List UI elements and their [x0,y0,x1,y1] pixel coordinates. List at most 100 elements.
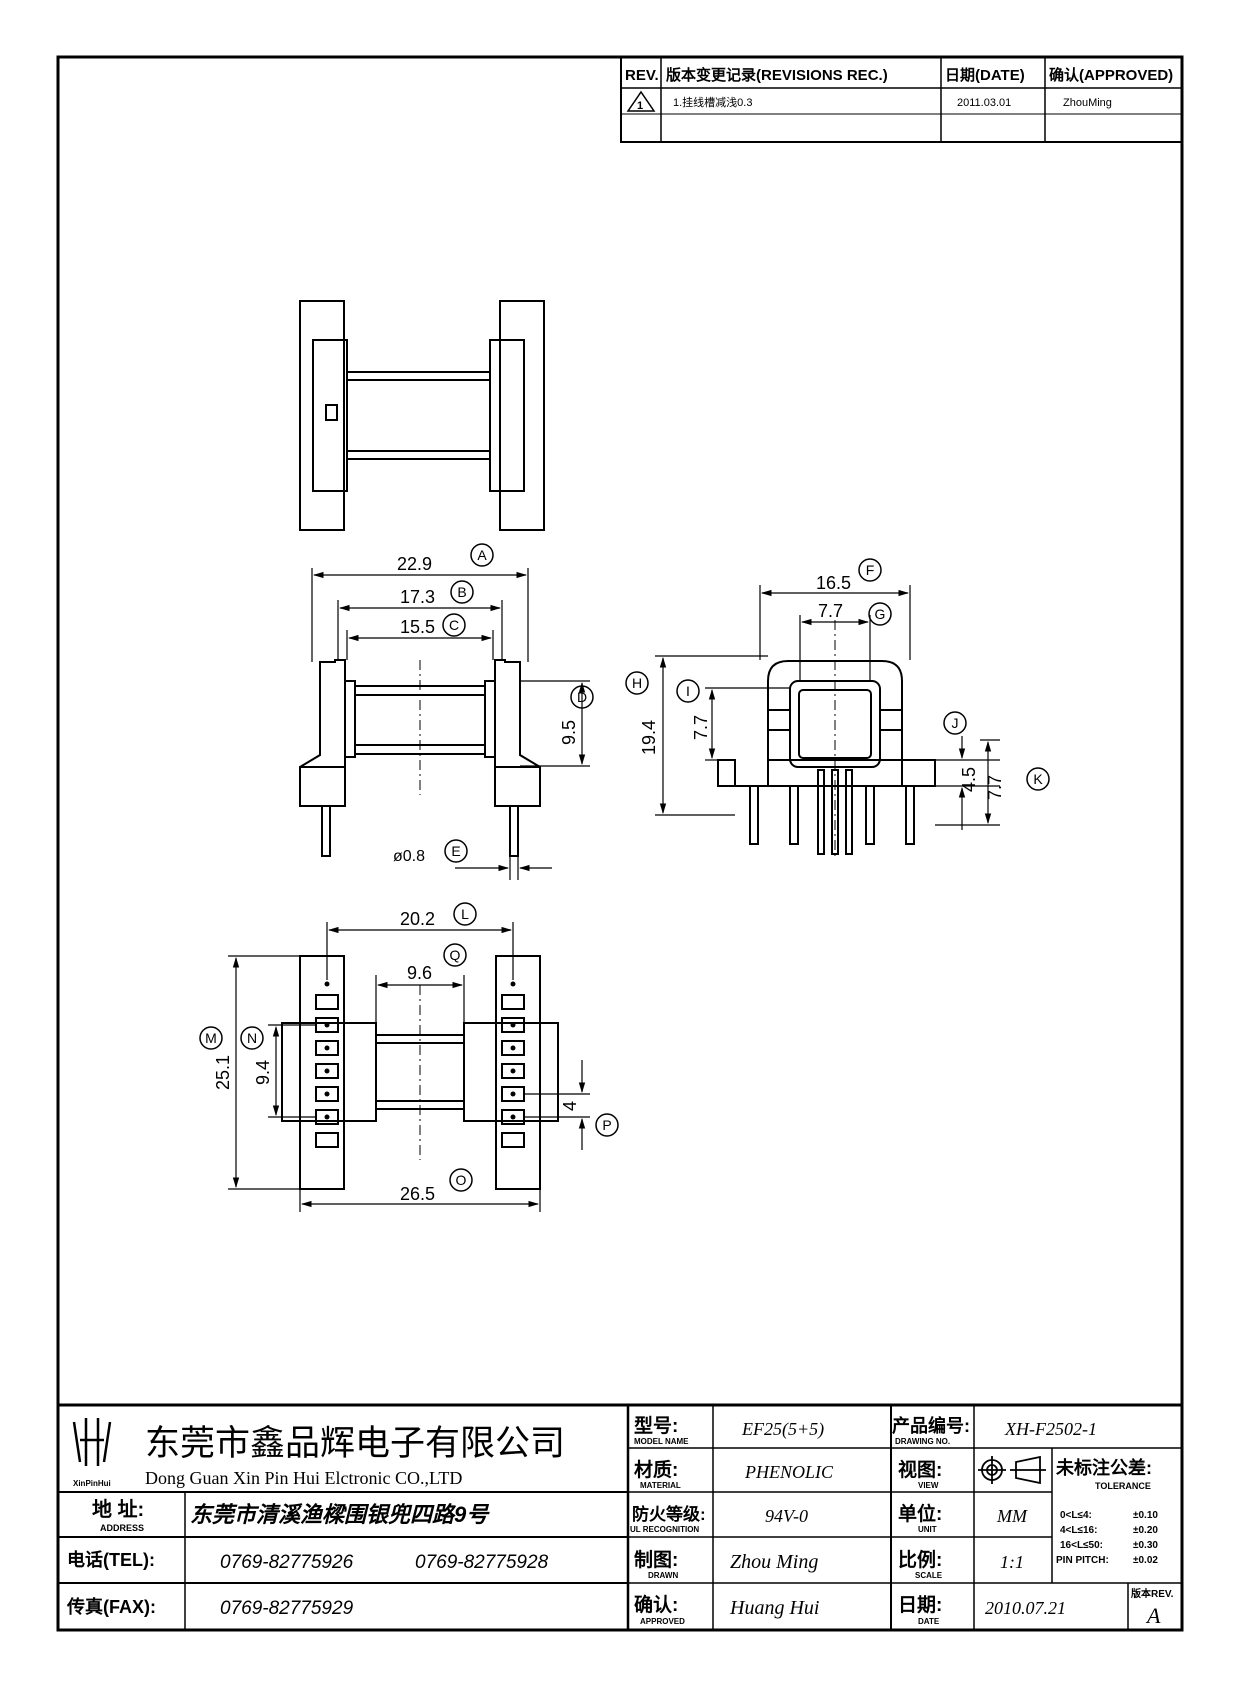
svg-text:O: O [456,1172,467,1188]
callout-k: K [1026,767,1050,791]
callout-b: B [450,580,474,604]
rev-row-approved: ZhouMing [1063,97,1112,109]
callout-l: L [453,902,477,926]
tolerance-value-2: ±0.20 [1133,1525,1158,1536]
tolerance-range-1: 0<L≤4: [1060,1510,1092,1521]
drawing-no-label: 产品编号: [892,1415,970,1436]
svg-text:C: C [449,617,459,633]
rev-row-date: 2011.03.01 [957,97,1011,109]
dim-value-e: ø0.8 [393,848,425,865]
svg-text:1: 1 [637,100,643,112]
scale-label: 比例: [898,1548,942,1571]
drawing-no-label-en: DRAWING NO. [895,1437,950,1446]
rev-header-date: 日期(DATE) [945,66,1025,84]
svg-text:K: K [1033,771,1043,787]
callout-n: N [240,1026,264,1050]
front-dimensions [311,568,590,880]
dim-value-f: 16.5 [816,573,851,593]
callout-d: D [570,685,594,709]
callout-f: F [858,558,882,582]
scale-value: 1:1 [1000,1552,1024,1572]
address-value: 东莞市清溪渔樑围银兜四路9号 [190,1502,490,1527]
tolerance-range-4: PIN PITCH: [1056,1555,1109,1566]
callout-m: M [199,1026,223,1050]
dim-value-q: 9.6 [407,963,432,983]
unit-value: MM [996,1506,1028,1526]
flame-label: 防火等级: [632,1504,706,1524]
tolerance-label-en: TOLERANCE [1095,1481,1151,1491]
rev-header-rev: REV. [625,67,659,84]
rev-row-desc: 1.挂线槽减浅0.3 [673,95,752,109]
svg-text:J: J [952,715,959,731]
material-label: 材质: [634,1458,678,1481]
model-label-en: MODEL NAME [634,1437,689,1446]
fax-label: 传真(FAX): [66,1596,156,1617]
drawing-no-value: XH-F2502-1 [1004,1419,1097,1439]
side-view [717,620,936,858]
revision-delta-icon: 1 [626,90,656,112]
svg-text:L: L [461,906,469,922]
tolerance-value-1: ±0.10 [1133,1510,1158,1521]
approved-label-en: APPROVED [640,1617,685,1626]
date-label: 日期: [898,1594,942,1616]
logo-text: XinPinHui [73,1479,111,1488]
dim-value-c: 15.5 [400,617,435,637]
callout-q: Q [443,943,467,967]
rev-label: 版本REV. [1131,1587,1174,1600]
tolerance-value-4: ±0.02 [1133,1555,1158,1566]
dim-value-o: 26.5 [400,1184,435,1204]
approved-value: Huang Hui [729,1597,819,1619]
dim-value-i: 7.7 [691,715,711,740]
dim-value-b: 17.3 [400,587,435,607]
tel-label: 电话(TEL): [67,1549,155,1570]
tolerance-range-3: 16<L≤50: [1060,1540,1103,1551]
callout-a: A [470,543,494,567]
bottom-dimensions [228,922,590,1212]
flame-label-en: UL RECOGNITION [630,1525,699,1534]
sheet-border [56,55,1184,1632]
drawn-label-en: DRAWN [648,1571,678,1580]
address-label-en: ADDRESS [100,1523,144,1533]
dim-value-k: 7.7 [985,775,1005,800]
fax-value: 0769-82775929 [220,1598,354,1619]
tolerance-label: 未标注公差: [1056,1457,1152,1478]
tel-value-2: 0769-82775928 [415,1552,549,1573]
callout-o: O [449,1168,473,1192]
material-value: PHENOLIC [744,1462,834,1482]
svg-text:G: G [875,606,886,622]
unit-label-en: UNIT [918,1525,937,1534]
bottom-pin-holes [324,981,516,1120]
callout-c: C [442,613,466,637]
svg-text:Q: Q [450,947,461,963]
dim-value-a: 22.9 [397,554,432,574]
side-dimensions [655,585,1000,830]
title-block-grid [58,1403,1182,1630]
svg-text:I: I [686,683,690,699]
revision-table [620,56,1183,143]
drawn-value: Zhou Ming [730,1551,818,1573]
svg-text:P: P [602,1117,611,1133]
dim-value-h: 19.4 [639,720,659,755]
svg-text:H: H [632,675,642,691]
svg-text:F: F [866,562,875,578]
rev-header-record: 版本变更记录(REVISIONS REC.) [666,66,888,84]
address-label: 地 址: [92,1498,144,1521]
model-value: EF25(5+5) [741,1419,824,1440]
view-label-en: VIEW [918,1481,939,1490]
svg-text:D: D [577,689,587,705]
material-label-en: MATERIAL [640,1481,681,1490]
svg-text:B: B [457,584,466,600]
rev-value: A [1145,1603,1161,1628]
tolerance-value-3: ±0.30 [1133,1540,1158,1551]
dim-value-m: 25.1 [213,1055,233,1090]
date-label-en: DATE [918,1617,940,1626]
callout-i: I [676,679,700,703]
approved-label: 确认: [634,1593,678,1616]
company-name-cn: 东莞市鑫品辉电子有限公司 [145,1424,565,1463]
tel-value-1: 0769-82775926 [220,1552,354,1573]
unit-label: 单位: [898,1502,942,1525]
svg-text:M: M [205,1030,217,1046]
svg-text:E: E [451,843,460,859]
callout-h: H [625,671,649,695]
